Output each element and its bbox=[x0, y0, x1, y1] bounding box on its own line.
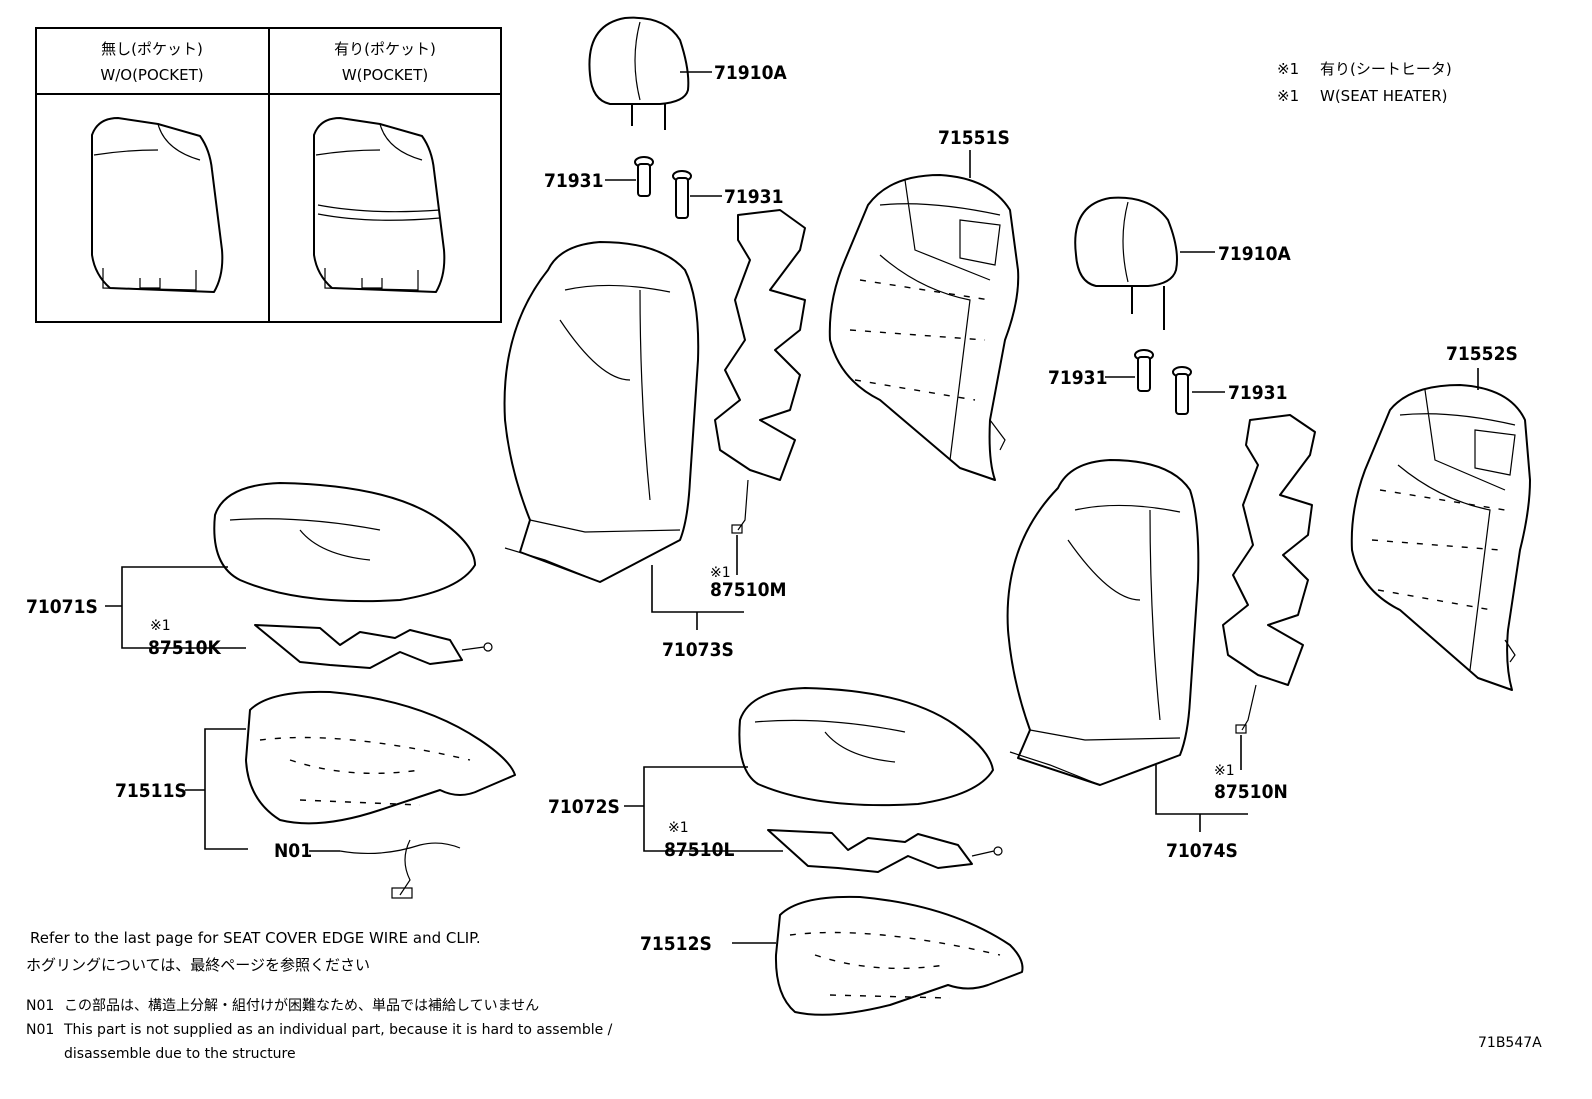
label-71072s: 71072S bbox=[548, 796, 620, 818]
diagram-code: 71B547A bbox=[1478, 1035, 1542, 1051]
heater-cushion-right-figure bbox=[767, 829, 1003, 873]
legend-col1-line2: W/O(POCKET) bbox=[100, 66, 203, 84]
seatback-with-pocket-figure bbox=[313, 117, 446, 293]
legend-col2-line1: 有り(ポケット) bbox=[334, 40, 436, 58]
seatback-cover-left-figure bbox=[503, 241, 700, 583]
label-71074s: 71074S bbox=[1166, 840, 1238, 862]
headrest-left-figure bbox=[588, 16, 690, 130]
pocket-legend-table: 無し(ポケット) W/O(POCKET) 有り(ポケット) W(POCKET) bbox=[35, 27, 502, 323]
label-87510k: 87510K bbox=[148, 637, 221, 659]
cushion-pad-left-figure bbox=[245, 690, 516, 825]
label-71512s: 71512S bbox=[640, 933, 712, 955]
label-71931-left-a: 71931 bbox=[544, 170, 603, 192]
heater-note-mark-2: ※1 bbox=[1277, 87, 1299, 105]
label-87510m: 87510M bbox=[710, 579, 786, 601]
label-71931-right-a: 71931 bbox=[1048, 367, 1107, 389]
label-71073s: 71073S bbox=[662, 639, 734, 661]
note-n01-en-line1: This part is not supplied as an individu… bbox=[63, 1022, 613, 1038]
note-n01-en-line2: disassemble due to the structure bbox=[64, 1046, 296, 1062]
seatback-cover-right-figure bbox=[1006, 459, 1200, 786]
heater-back-right-figure bbox=[1222, 414, 1316, 734]
cushion-cover-left-figure bbox=[213, 482, 476, 603]
label-71551s: 71551S bbox=[938, 127, 1010, 149]
label-87510n: 87510N bbox=[1214, 781, 1288, 803]
note-n01-jp: この部品は、構造上分解・組付けが困難なため、単品では補給していません bbox=[64, 998, 539, 1014]
label-71931-right-b: 71931 bbox=[1228, 382, 1287, 404]
heater-note-mark-1: ※1 bbox=[1277, 60, 1299, 78]
heater-back-left-figure bbox=[714, 209, 806, 534]
heater-note-en: W(SEAT HEATER) bbox=[1320, 87, 1447, 105]
label-71511s: 71511S bbox=[115, 780, 187, 802]
headrest-guide-right-figure bbox=[1134, 349, 1192, 415]
legend-col2-line2: W(POCKET) bbox=[342, 66, 428, 84]
label-71931-left-b: 71931 bbox=[724, 186, 783, 208]
mark-87510k: ※1 bbox=[150, 618, 171, 634]
label-87510l: 87510L bbox=[664, 839, 734, 861]
seatback-pad-right-figure bbox=[1350, 384, 1531, 691]
label-71910a-left: 71910A bbox=[714, 62, 787, 84]
label-71910a-right: 71910A bbox=[1218, 243, 1291, 265]
note-n01-en-label: N01 bbox=[26, 1022, 54, 1038]
seatback-without-pocket-figure bbox=[91, 117, 224, 293]
note-refer-en: Refer to the last page for SEAT COVER ED… bbox=[30, 929, 481, 947]
mark-87510m: ※1 bbox=[710, 565, 731, 581]
cushion-pad-right-figure bbox=[774, 895, 1024, 1016]
note-n01-jp-label: N01 bbox=[26, 998, 54, 1014]
headrest-guide-left-figure bbox=[634, 156, 692, 219]
label-71552s: 71552S bbox=[1446, 343, 1518, 365]
n01-wire-harness-figure bbox=[339, 839, 461, 899]
mark-87510l: ※1 bbox=[668, 820, 689, 836]
heater-note-jp: 有り(シートヒータ) bbox=[1320, 60, 1452, 78]
seatback-pad-left-figure bbox=[828, 174, 1020, 481]
heater-cushion-left-figure bbox=[254, 624, 493, 669]
note-refer-jp: ホグリングについては、最終ページを参照ください bbox=[26, 956, 370, 974]
cushion-cover-right-figure bbox=[738, 687, 994, 807]
headrest-right-figure bbox=[1074, 196, 1178, 330]
label-71071s: 71071S bbox=[26, 596, 98, 618]
label-n01: N01 bbox=[274, 840, 312, 862]
legend-col1-line1: 無し(ポケット) bbox=[101, 40, 203, 58]
mark-87510n: ※1 bbox=[1214, 763, 1235, 779]
